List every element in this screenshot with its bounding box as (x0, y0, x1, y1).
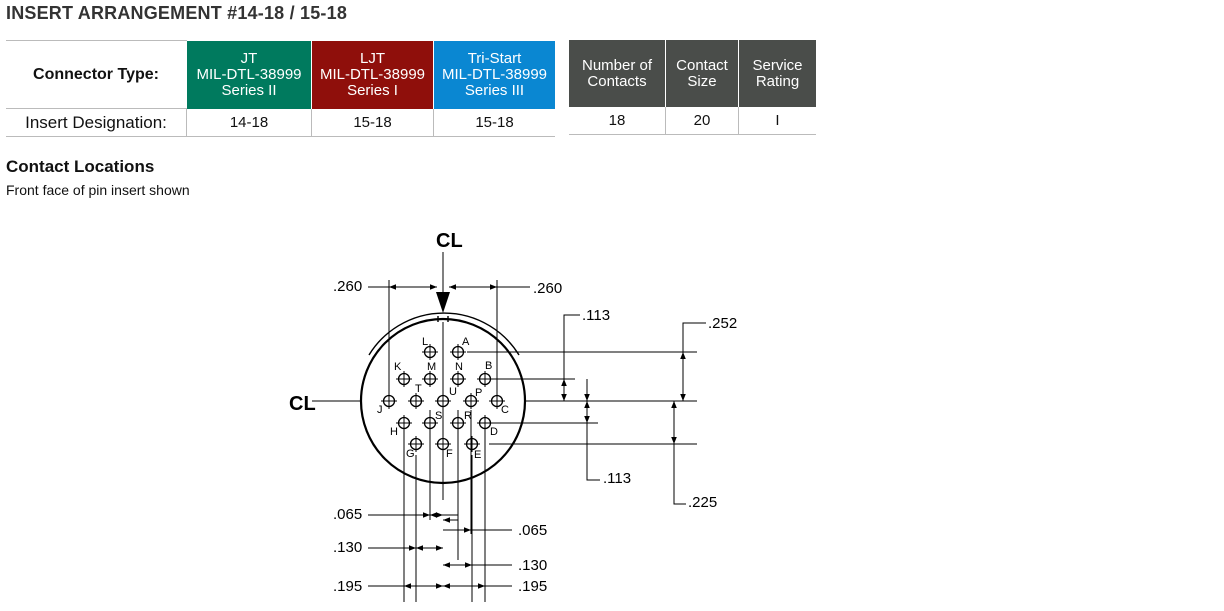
dim-bottom-1-left: .065 (333, 506, 362, 523)
page-title: INSERT ARRANGEMENT #14-18 / 15-18 (6, 3, 348, 23)
contact-j: J (377, 393, 397, 416)
contact-a: A (450, 336, 470, 360)
dim-right-upper: .113 (582, 307, 610, 324)
contact-e: E (464, 436, 481, 461)
contact-label: P (475, 387, 482, 399)
centerlines (312, 252, 697, 500)
contact-t: T (408, 383, 424, 409)
dim-right-lower: .113 (603, 470, 631, 487)
dim-far-right-upper: .252 (708, 315, 737, 332)
dim-far-right-lower: .225 (688, 494, 717, 511)
connector-type-label: Connector Type: (6, 40, 187, 109)
contact-f: F (435, 436, 453, 460)
contact-k: K (394, 361, 412, 387)
contact-label: H (390, 426, 398, 438)
contact-b: B (477, 360, 493, 387)
vertical-centerline-label: CL (436, 230, 463, 252)
contact-label: T (415, 383, 422, 395)
contact-h: H (390, 415, 412, 438)
contact-s: S (422, 410, 442, 431)
dim-top-right: .260 (533, 280, 562, 297)
contact-size-value: 20 (665, 107, 739, 135)
contact-p: P (463, 387, 482, 409)
contact-label: R (464, 410, 472, 422)
service-rating-value: I (738, 107, 816, 135)
contact-l: L (422, 336, 438, 360)
contact-label: K (394, 361, 402, 373)
contact-g: G (406, 436, 424, 460)
number-of-contacts-value: 18 (569, 107, 666, 135)
dimension-labels: .260 .260 .113 .113 .252 .225 .065 .065 … (333, 278, 737, 595)
contact-label: M (427, 361, 436, 373)
contact-r: R (450, 410, 472, 431)
dim-bottom-2-right: .130 (518, 557, 547, 574)
contact-label: L (422, 336, 428, 348)
contact-label: G (406, 448, 415, 460)
dim-bottom-3-left: .195 (333, 578, 362, 595)
horizontal-centerline-label: CL (289, 393, 316, 415)
dim-bottom-3-right: .195 (518, 578, 547, 595)
contact-label: N (455, 361, 463, 373)
keyway-arrow-icon (436, 292, 450, 313)
contact-m: M (422, 361, 438, 387)
contact-label: U (449, 386, 457, 398)
contact-label: E (474, 449, 481, 461)
contact-label: D (490, 426, 498, 438)
insert-designation-label: Insert Designation: (6, 108, 187, 137)
contact-label: C (501, 404, 509, 416)
contact-locations-subtitle: Front face of pin insert shown (6, 182, 190, 198)
dimension-lines (368, 280, 706, 602)
contact-u: U (435, 386, 457, 409)
dim-top-left: .260 (333, 278, 362, 295)
designation-jt: 14-18 (186, 108, 312, 137)
contact-n: N (450, 361, 466, 387)
designation-ljt: 15-18 (311, 108, 434, 137)
contact-grid: L A K M N B T U P J C H S R D G F E (377, 336, 509, 461)
contact-c: C (489, 393, 509, 416)
contact-d: D (477, 415, 498, 438)
contact-label: F (446, 448, 453, 460)
dim-bottom-1-right: .065 (518, 522, 547, 539)
contact-label: A (462, 336, 470, 348)
contact-label: J (377, 404, 383, 416)
designation-tri-start: 15-18 (433, 108, 555, 137)
contact-locations-title: Contact Locations (6, 157, 155, 176)
contact-label: S (435, 410, 442, 422)
dim-bottom-2-left: .130 (333, 539, 362, 556)
contact-label: B (485, 360, 492, 372)
keyway-arc (368, 312, 520, 356)
